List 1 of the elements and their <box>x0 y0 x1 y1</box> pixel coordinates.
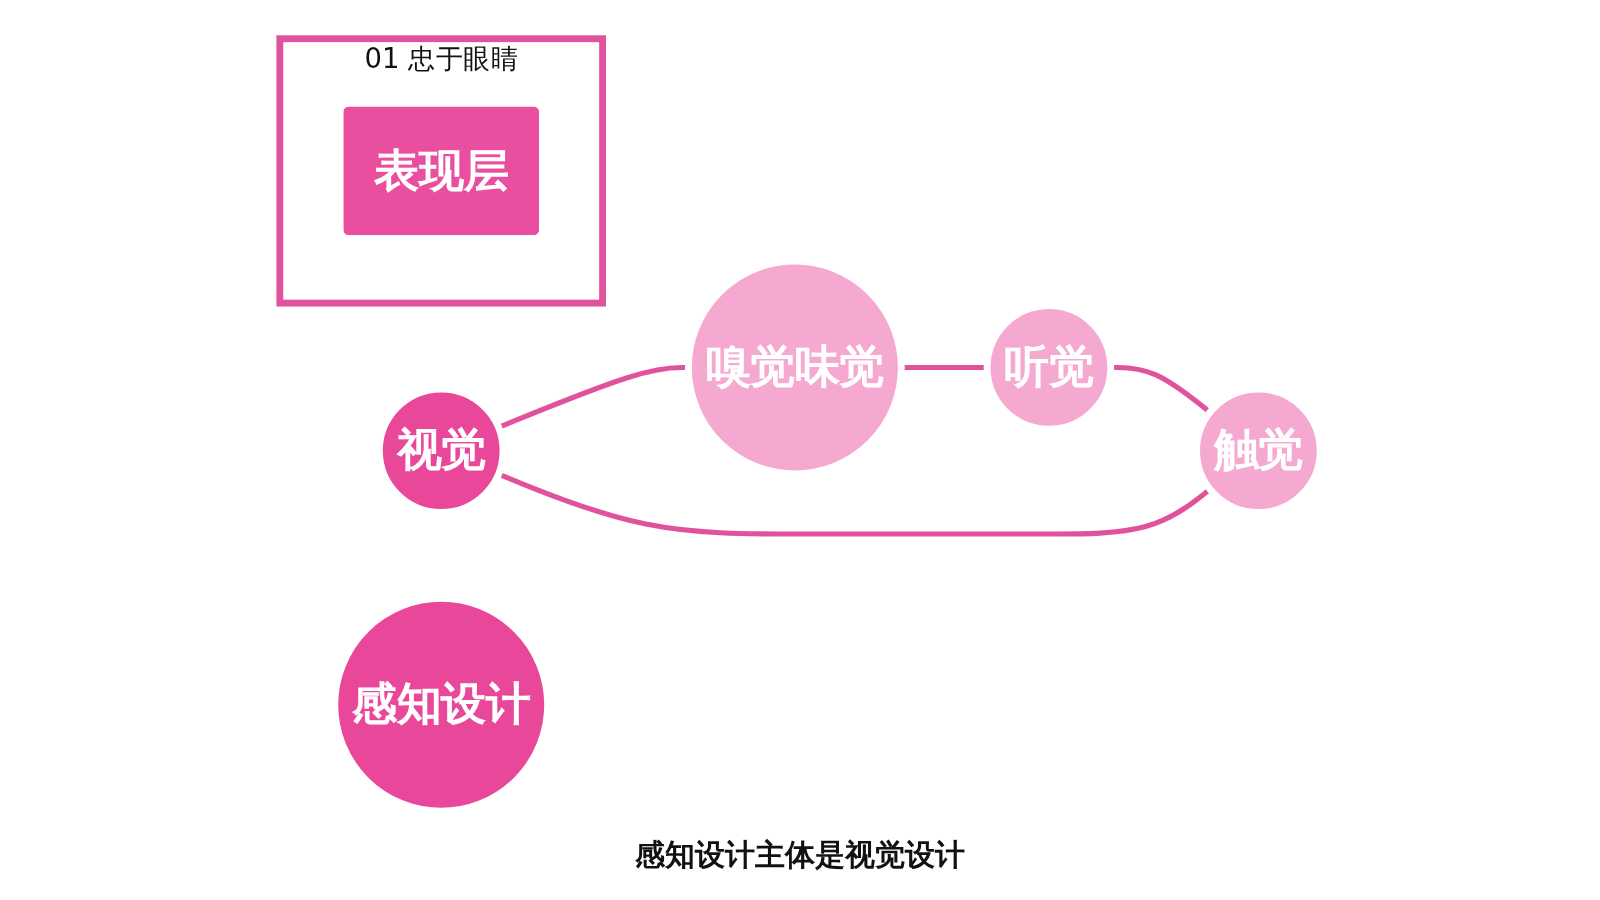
caption: 感知设计主体是视觉设计 <box>635 835 965 874</box>
